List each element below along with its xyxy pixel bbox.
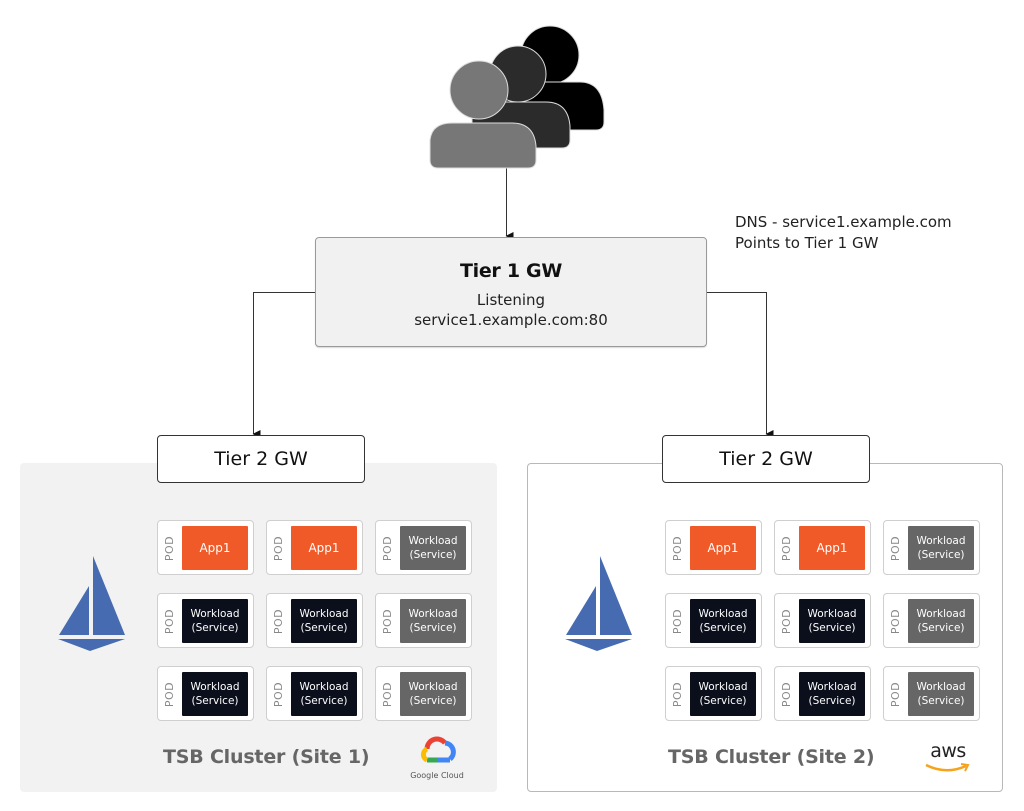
tier1-listening-label: Listening: [476, 291, 546, 309]
workload-container: Workload(Service): [690, 599, 756, 643]
pod-card: POD App1: [774, 520, 871, 575]
pod-label: POD: [668, 594, 688, 649]
pod-label-text: POD: [272, 681, 286, 708]
pod-card: POD Workload(Service): [665, 666, 762, 721]
pod-label: POD: [378, 667, 398, 722]
pod-card: POD Workload(Service): [375, 593, 472, 648]
pod-label-text: POD: [889, 681, 903, 708]
workload-container: Workload(Service): [400, 599, 466, 643]
pod-card: POD App1: [157, 520, 254, 575]
tier2-gateway-site1: Tier 2 GW: [157, 435, 365, 483]
aws-logo: aws: [922, 741, 974, 781]
pod-label-text: POD: [163, 535, 177, 562]
cluster-label-site2: TSB Cluster (Site 2): [668, 746, 875, 768]
pod-card: POD App1: [665, 520, 762, 575]
workload-container: Workload(Service): [799, 672, 865, 716]
dns-note: DNS - service1.example.com Points to Tie…: [735, 212, 952, 254]
pod-card: POD Workload(Service): [266, 666, 363, 721]
pod-label: POD: [269, 667, 289, 722]
workload-container: Workload(Service): [690, 672, 756, 716]
pod-label: POD: [886, 667, 906, 722]
app-container: App1: [799, 526, 865, 570]
arrow-tier1-to-tier2-site2: [707, 292, 774, 438]
pod-label-text: POD: [671, 608, 685, 635]
app-container: App1: [291, 526, 357, 570]
pod-label: POD: [777, 667, 797, 722]
users-group-icon: [429, 25, 605, 169]
pod-label-text: POD: [381, 608, 395, 635]
dns-note-line1: DNS - service1.example.com: [735, 213, 952, 231]
pod-label: POD: [378, 594, 398, 649]
google-cloud-logo-icon: [420, 736, 456, 763]
pod-label: POD: [269, 594, 289, 649]
pod-card: POD Workload(Service): [774, 593, 871, 648]
pod-label-text: POD: [272, 535, 286, 562]
tier1-listening-host: service1.example.com:80: [414, 311, 608, 329]
pod-card: POD Workload(Service): [375, 520, 472, 575]
google-cloud-label: Google Cloud: [410, 771, 464, 780]
pod-label: POD: [886, 521, 906, 576]
workload-container: Workload(Service): [182, 599, 248, 643]
workload-container: Workload(Service): [291, 672, 357, 716]
workload-container: Workload(Service): [908, 672, 974, 716]
pod-label-text: POD: [163, 608, 177, 635]
pod-label: POD: [269, 521, 289, 576]
tier1-title: Tier 1 GW: [459, 260, 563, 282]
pod-label-text: POD: [780, 681, 794, 708]
pod-label-text: POD: [381, 535, 395, 562]
dns-note-line2: Points to Tier 1 GW: [735, 234, 879, 252]
pod-label: POD: [378, 521, 398, 576]
app-container: App1: [690, 526, 756, 570]
workload-container: Workload(Service): [908, 526, 974, 570]
workload-container: Workload(Service): [799, 599, 865, 643]
pod-card: POD Workload(Service): [774, 666, 871, 721]
pod-label: POD: [886, 594, 906, 649]
google-cloud-logo: Google Cloud: [404, 735, 470, 787]
workload-container: Workload(Service): [291, 599, 357, 643]
pod-label: POD: [160, 667, 180, 722]
pod-card: POD App1: [266, 520, 363, 575]
pod-card: POD Workload(Service): [665, 593, 762, 648]
arrow-tier1-to-tier2-site1: [252, 292, 315, 438]
pod-label-text: POD: [780, 535, 794, 562]
istio-sail-icon: [58, 556, 125, 651]
pod-label-text: POD: [671, 681, 685, 708]
pod-label-text: POD: [889, 608, 903, 635]
pod-label-text: POD: [889, 535, 903, 562]
pod-label-text: POD: [163, 681, 177, 708]
tier2-gateway-site2: Tier 2 GW: [662, 435, 870, 483]
workload-container: Workload(Service): [400, 526, 466, 570]
pod-label: POD: [777, 521, 797, 576]
cluster-label-site1: TSB Cluster (Site 1): [163, 746, 370, 768]
pod-card: POD Workload(Service): [157, 593, 254, 648]
pod-label: POD: [160, 594, 180, 649]
pod-label: POD: [777, 594, 797, 649]
pod-label: POD: [668, 667, 688, 722]
pod-card: POD Workload(Service): [266, 593, 363, 648]
app-container: App1: [182, 526, 248, 570]
aws-label: aws: [930, 740, 966, 762]
pod-label-text: POD: [780, 608, 794, 635]
pod-card: POD Workload(Service): [883, 520, 980, 575]
pod-card: POD Workload(Service): [883, 666, 980, 721]
aws-logo-icon: [925, 763, 970, 772]
workload-container: Workload(Service): [400, 672, 466, 716]
pod-label-text: POD: [272, 608, 286, 635]
pod-label-text: POD: [671, 535, 685, 562]
pod-card: POD Workload(Service): [883, 593, 980, 648]
pod-label: POD: [160, 521, 180, 576]
tier1-gateway-box: Tier 1 GW Listening service1.example.com…: [315, 237, 707, 347]
workload-container: Workload(Service): [182, 672, 248, 716]
pod-label: POD: [668, 521, 688, 576]
istio-sail-icon: [565, 556, 632, 651]
workload-container: Workload(Service): [908, 599, 974, 643]
pod-card: POD Workload(Service): [157, 666, 254, 721]
pod-card: POD Workload(Service): [375, 666, 472, 721]
pod-label-text: POD: [381, 681, 395, 708]
